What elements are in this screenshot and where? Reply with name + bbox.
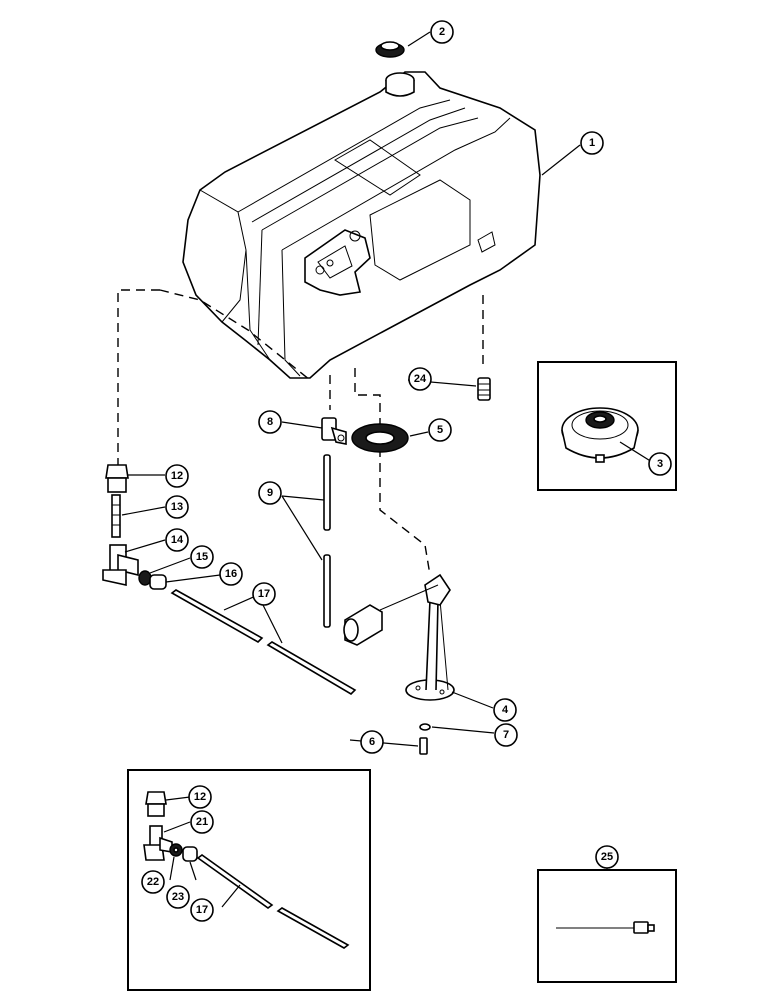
callout-21: 21: [190, 810, 214, 834]
svg-text:4: 4: [502, 704, 509, 716]
callout-3: 3: [648, 452, 672, 476]
svg-text:15: 15: [196, 551, 208, 563]
svg-text:14: 14: [171, 534, 184, 546]
fuel-tubes: [323, 454, 331, 628]
fuel-gauge-sender: [343, 573, 455, 701]
fitting-stack: [102, 464, 167, 590]
drain-plug: [477, 377, 491, 401]
filler-cap: [375, 41, 405, 58]
svg-text:7: 7: [503, 729, 509, 741]
svg-text:1: 1: [589, 137, 595, 149]
svg-text:12: 12: [171, 470, 183, 482]
svg-text:5: 5: [437, 424, 443, 436]
callout-17: 17: [252, 582, 276, 606]
callout-22: 22: [141, 870, 165, 894]
callout-1: 1: [580, 131, 604, 155]
callout-6: 6: [360, 730, 384, 754]
callout-16: 16: [219, 562, 243, 586]
inset-tool-detail: [537, 869, 677, 983]
callout-14: 14: [165, 528, 189, 552]
svg-text:3: 3: [657, 458, 663, 470]
svg-text:17: 17: [258, 588, 270, 600]
svg-text:13: 13: [171, 501, 183, 513]
svg-text:12: 12: [194, 791, 206, 803]
callout-2: 2: [430, 20, 454, 44]
callout-4: 4: [493, 698, 517, 722]
callout-8: 8: [258, 410, 282, 434]
svg-text:23: 23: [172, 891, 184, 903]
leader-lines: [121, 31, 653, 908]
svg-text:24: 24: [414, 373, 427, 385]
callout-15: 15: [190, 545, 214, 569]
callout-9: 9: [258, 481, 282, 505]
svg-text:21: 21: [196, 816, 208, 828]
callout-23: 23: [166, 885, 190, 909]
svg-text:22: 22: [147, 876, 159, 888]
gasket: [351, 423, 409, 453]
svg-text:9: 9: [267, 487, 273, 499]
svg-text:16: 16: [225, 568, 237, 580]
callout-24: 24: [408, 367, 432, 391]
fuel-tank: [182, 71, 541, 379]
callout-13: 13: [165, 495, 189, 519]
svg-text:25: 25: [601, 851, 613, 863]
fuel-line-tube: [170, 589, 357, 696]
callout-25: 25: [595, 845, 619, 869]
elbow-fitting: [321, 417, 347, 445]
callout-12: 12: [165, 464, 189, 488]
svg-text:2: 2: [439, 26, 445, 38]
inset-alternate-fittings: [127, 769, 371, 991]
svg-text:17: 17: [196, 904, 208, 916]
screw-and-washer: [419, 723, 431, 755]
callout-7: 7: [494, 723, 518, 747]
callout-12-inset: 12: [188, 785, 212, 809]
callout-17-inset: 17: [190, 898, 214, 922]
svg-text:8: 8: [267, 416, 273, 428]
callout-5: 5: [428, 418, 452, 442]
svg-text:6: 6: [369, 736, 375, 748]
